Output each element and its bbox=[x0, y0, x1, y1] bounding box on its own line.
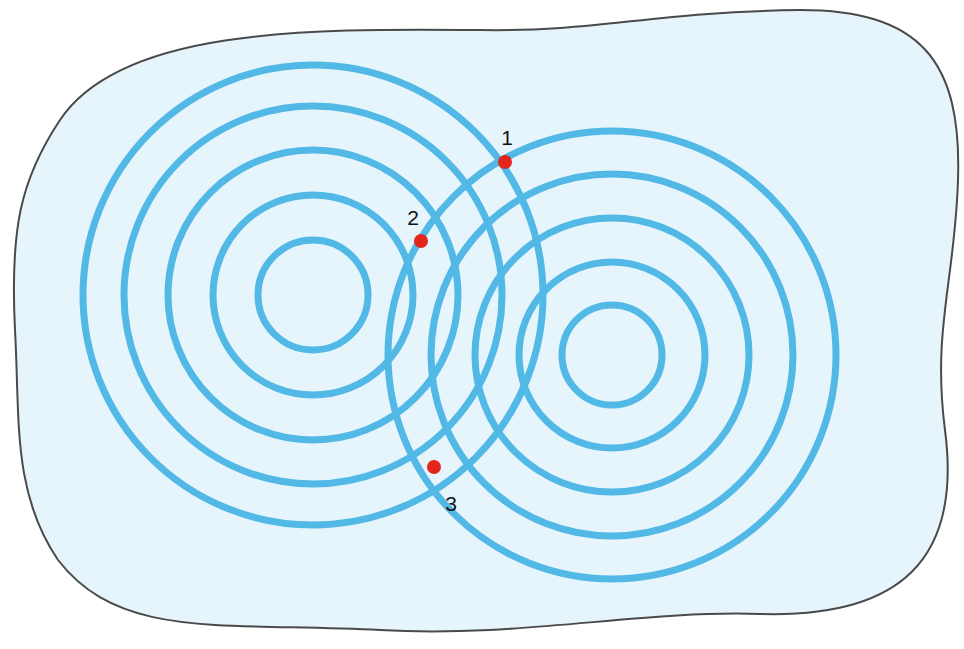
ripple-ring bbox=[562, 305, 662, 405]
ripple-ring bbox=[83, 65, 543, 525]
point-dot bbox=[427, 460, 441, 474]
ripple-ring bbox=[258, 240, 368, 350]
ripple-ring bbox=[388, 131, 836, 579]
ripple-ring bbox=[213, 195, 413, 395]
ripple-ring bbox=[431, 174, 793, 536]
water-surface bbox=[14, 10, 958, 631]
callout-number: 3 bbox=[445, 493, 457, 514]
callout-number: 1 bbox=[501, 127, 513, 148]
marked-points bbox=[414, 155, 512, 474]
ripple-ring bbox=[519, 262, 705, 448]
right-ripples bbox=[388, 131, 836, 579]
callout-number: 2 bbox=[407, 207, 419, 228]
ripple-ring bbox=[168, 150, 458, 440]
point-dot bbox=[414, 234, 428, 248]
left-ripples bbox=[83, 65, 543, 525]
ripple-ring bbox=[475, 218, 749, 492]
point-dot bbox=[498, 155, 512, 169]
